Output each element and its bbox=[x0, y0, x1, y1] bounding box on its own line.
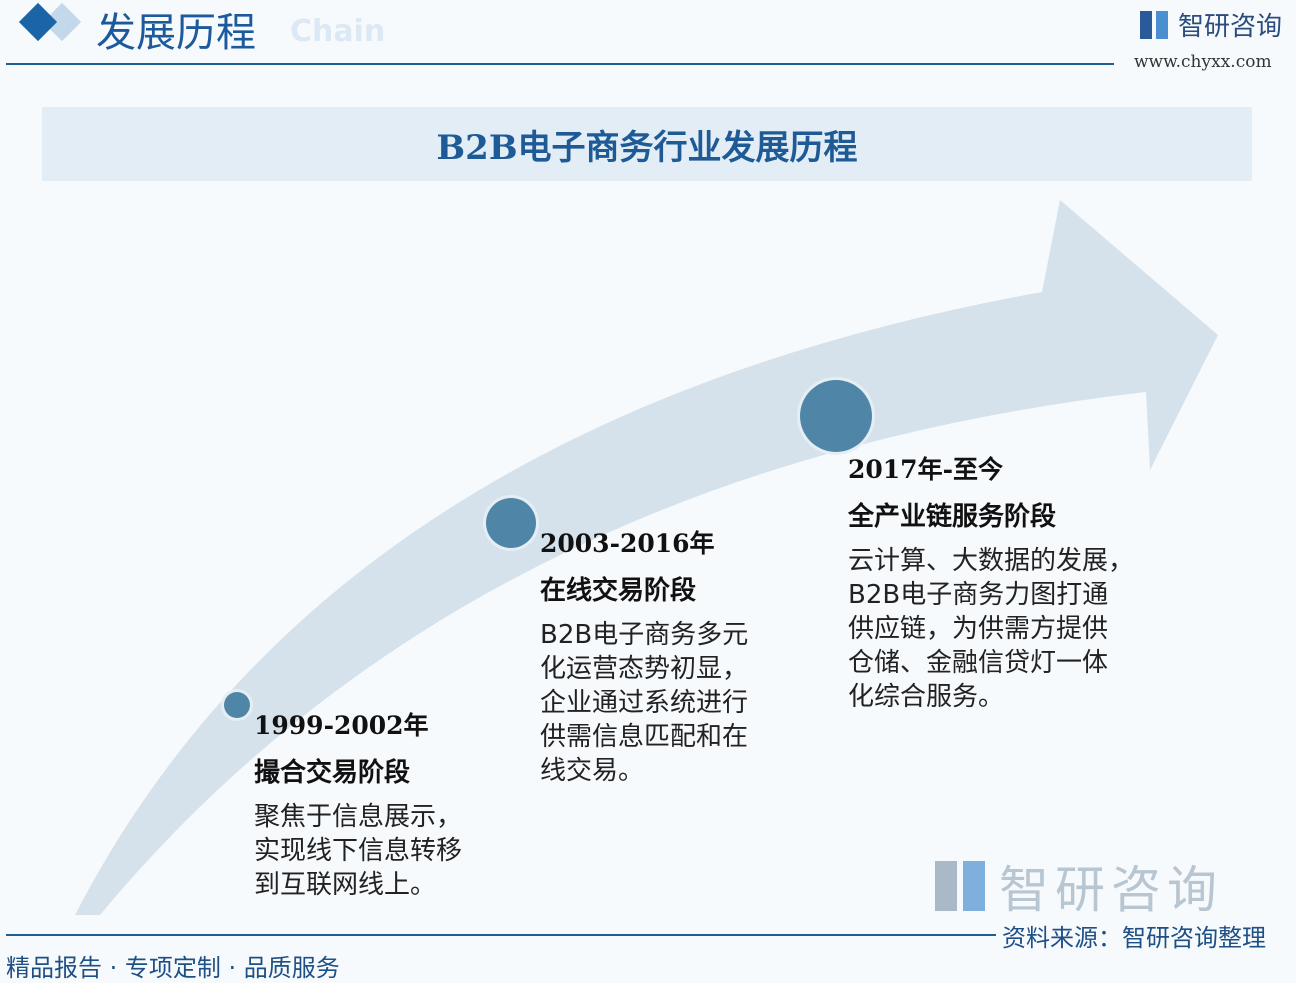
desc-line: 聚焦于信息展示， bbox=[254, 802, 463, 832]
brand-logo: 智研咨询 bbox=[1140, 6, 1282, 43]
stage-2-years: 2003-2016年 bbox=[540, 529, 715, 558]
stage-3-dot bbox=[800, 380, 872, 452]
stage-2-desc: B2B电子商务多元化运营态势初显， 企业通过系统进行供需信息匹配和在线交易。 bbox=[540, 618, 748, 788]
brand-url: www.chyxx.com bbox=[1134, 52, 1272, 72]
stage-1-desc: 聚焦于信息展示， 实现线下信息转移到互联网线上。 bbox=[254, 800, 462, 902]
header-divider bbox=[6, 63, 1114, 65]
watermark-text: 智研咨询 bbox=[999, 861, 1223, 919]
desc-line: 供应链，为供需方提供 bbox=[848, 614, 1109, 644]
logo-icon bbox=[1140, 10, 1168, 39]
stage-1-years: 1999-2002年 bbox=[254, 711, 429, 740]
header-ghost-text: Chain bbox=[290, 14, 386, 49]
desc-line: 云计算、大数据的发展， bbox=[848, 546, 1135, 576]
desc-line: 供需信息匹配和在 bbox=[540, 722, 749, 752]
desc-line: B2B电子商务力图打通 bbox=[848, 580, 1109, 610]
desc-line: 企业通过系统进行 bbox=[540, 688, 749, 718]
source-note: 资料来源：智研咨询整理 bbox=[1002, 924, 1266, 952]
desc-line: B2B电子商务多元 bbox=[540, 620, 749, 650]
stage-2-name: 在线交易阶段 bbox=[540, 576, 697, 606]
watermark-logo: 智研咨询 bbox=[935, 850, 1223, 922]
page-title: 发展历程 bbox=[96, 10, 256, 56]
desc-line: 线交易。 bbox=[540, 756, 645, 786]
desc-line: 到互联网线上。 bbox=[254, 870, 437, 900]
arrow-shape bbox=[75, 200, 1218, 915]
desc-line: 实现线下信息转移 bbox=[254, 836, 463, 866]
desc-line: 化综合服务。 bbox=[848, 682, 1005, 712]
footer-divider bbox=[6, 934, 996, 936]
stage-2-dot bbox=[486, 498, 536, 548]
desc-line: 仓储、金融信贷灯一体 bbox=[848, 648, 1109, 678]
stage-3-years: 2017年-至今 bbox=[848, 455, 1003, 484]
stage-3-desc: 云计算、大数据的发展， B2B电子商务力图打通供应链，为供需方提供仓储、金融信贷灯… bbox=[848, 544, 1134, 714]
desc-line: 化运营态势初显， bbox=[540, 654, 749, 684]
brand-name: 智研咨询 bbox=[1178, 12, 1283, 42]
footer-slogan: 精品报告 · 专项定制 · 品质服务 bbox=[6, 954, 340, 982]
stage-1-dot bbox=[224, 692, 250, 718]
stage-3-name: 全产业链服务阶段 bbox=[848, 502, 1057, 532]
stage-1-name: 撮合交易阶段 bbox=[254, 758, 411, 788]
banner-title: B2B电子商务行业发展历程 bbox=[42, 107, 1252, 181]
watermark-logo-icon bbox=[935, 861, 985, 911]
